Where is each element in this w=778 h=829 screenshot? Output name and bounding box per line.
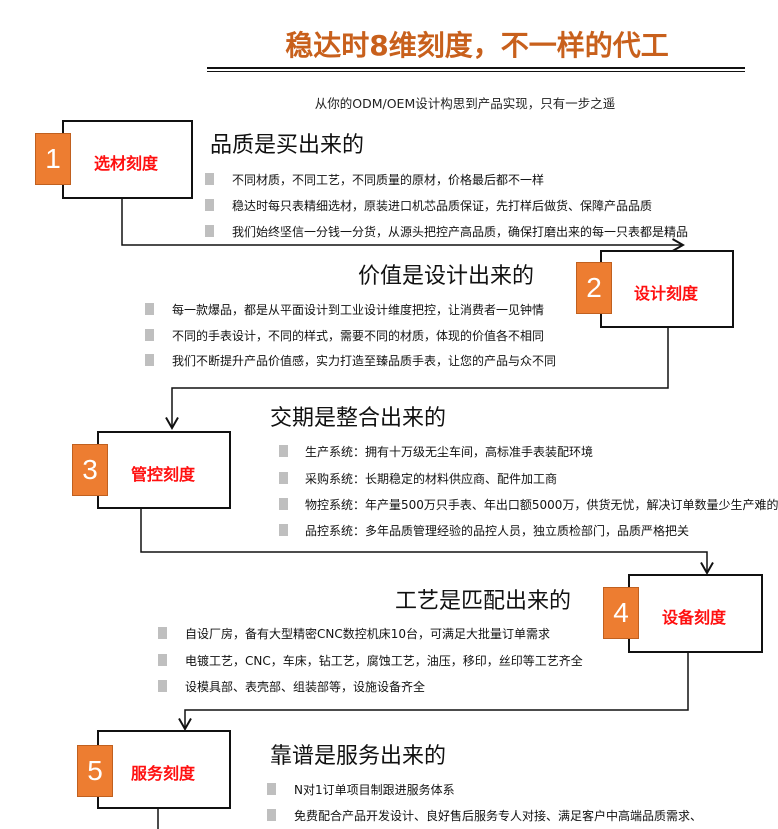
bullet-icon bbox=[279, 472, 288, 484]
page-title: 稳达时8维刻度，不一样的代工 bbox=[285, 29, 669, 62]
bullet-icon bbox=[205, 225, 214, 237]
step-1-label: 选材刻度 bbox=[94, 154, 159, 173]
step-5-number-badge: 5 bbox=[77, 745, 113, 797]
step-4-box bbox=[628, 574, 763, 653]
step-5-bullet: 免费配合产品开发设计、良好售后服务专人对接、满足客户中高端品质需求、 bbox=[294, 809, 703, 823]
bullet-icon bbox=[279, 498, 288, 510]
step-3-number-badge: 3 bbox=[72, 444, 108, 496]
bullet-icon bbox=[205, 173, 214, 185]
bullet-icon bbox=[145, 329, 154, 341]
step-3-bullet: 生产系统：拥有十万级无尘车间，高标准手表装配环境 bbox=[305, 445, 594, 459]
bullet-icon bbox=[267, 783, 276, 795]
step-3-bullet: 物控系统：年产量500万只手表、年出口额5000万，供货无忧，解决订单数量少生产… bbox=[305, 498, 778, 512]
step-2-number-badge: 2 bbox=[576, 262, 612, 314]
bullet-icon bbox=[267, 809, 276, 821]
connector-3-4 bbox=[140, 508, 714, 575]
step-1-bullet: 不同材质，不同工艺，不同质量的原材，价格最后都不一样 bbox=[232, 173, 545, 187]
connector-1-2 bbox=[121, 198, 685, 252]
step-3-label: 管控刻度 bbox=[131, 465, 196, 484]
step-1-bullet: 我们始终坚信一分钱一分货，从源头把控产高品质，确保打磨出来的每一只表都是精品 bbox=[232, 225, 689, 239]
bullet-icon bbox=[279, 524, 288, 536]
step-1-bullet: 稳达时每只表精细选材，原装进口机芯品质保证，先打样后做货、保障产品品质 bbox=[232, 199, 653, 213]
step-4-bullet: 自设厂房，备有大型精密CNC数控机床10台，可满足大批量订单需求 bbox=[185, 627, 551, 641]
step-4-heading: 工艺是匹配出来的 bbox=[395, 589, 572, 614]
step-5-heading: 靠谱是服务出来的 bbox=[270, 744, 447, 769]
step-5-label: 服务刻度 bbox=[131, 764, 196, 783]
step-2-bullet: 每一款爆品，都是从平面设计到工业设计维度把控，让消费者一见钟情 bbox=[172, 303, 545, 317]
step-4-bullet: 设模具部、表壳部、组装部等，设施设备齐全 bbox=[185, 680, 426, 694]
bullet-icon bbox=[205, 199, 214, 211]
bullet-icon bbox=[145, 354, 154, 366]
step-4-bullet: 电镀工艺，CNC，车床，钻工艺，腐蚀工艺，油压，移印，丝印等工艺齐全 bbox=[185, 654, 583, 668]
connector-4-5 bbox=[178, 652, 689, 731]
step-5-bullet: N对1订单项目制跟进服务体系 bbox=[294, 783, 455, 797]
step-2-heading: 价值是设计出来的 bbox=[358, 264, 535, 289]
bullet-icon bbox=[158, 627, 167, 639]
step-3-bullet: 采购系统：长期稳定的材料供应商、配件加工商 bbox=[305, 472, 558, 486]
step-2-bullet: 不同的手表设计，不同的样式，需要不同的材质，体现的价值各不相同 bbox=[172, 329, 545, 343]
step-1-heading: 品质是买出来的 bbox=[210, 133, 365, 158]
step-1-number-badge: 1 bbox=[35, 133, 71, 185]
step-2-bullet: 我们不断提升产品价值感，实力打造至臻品质手表，让您的产品与众不同 bbox=[172, 354, 557, 368]
step-2-label: 设计刻度 bbox=[634, 284, 699, 303]
step-1-box bbox=[62, 120, 193, 199]
step-3-heading: 交期是整合出来的 bbox=[270, 406, 447, 431]
step-4-label: 设备刻度 bbox=[662, 608, 727, 627]
connector-2-3 bbox=[165, 327, 669, 430]
bullet-icon bbox=[279, 445, 288, 457]
bullet-icon bbox=[158, 680, 167, 692]
bullet-icon bbox=[158, 654, 167, 666]
bullet-icon bbox=[145, 303, 154, 315]
title-divider bbox=[207, 67, 745, 72]
step-5-box bbox=[97, 730, 231, 809]
step-3-bullet: 品控系统：多年品质管理经验的品控人员，独立质检部门，品质严格把关 bbox=[305, 524, 690, 538]
step-2-box bbox=[600, 250, 734, 328]
step-4-number-badge: 4 bbox=[603, 587, 639, 639]
subtitle: 从你的ODM/OEM设计构思到产品实现，只有一步之遥 bbox=[314, 96, 616, 111]
